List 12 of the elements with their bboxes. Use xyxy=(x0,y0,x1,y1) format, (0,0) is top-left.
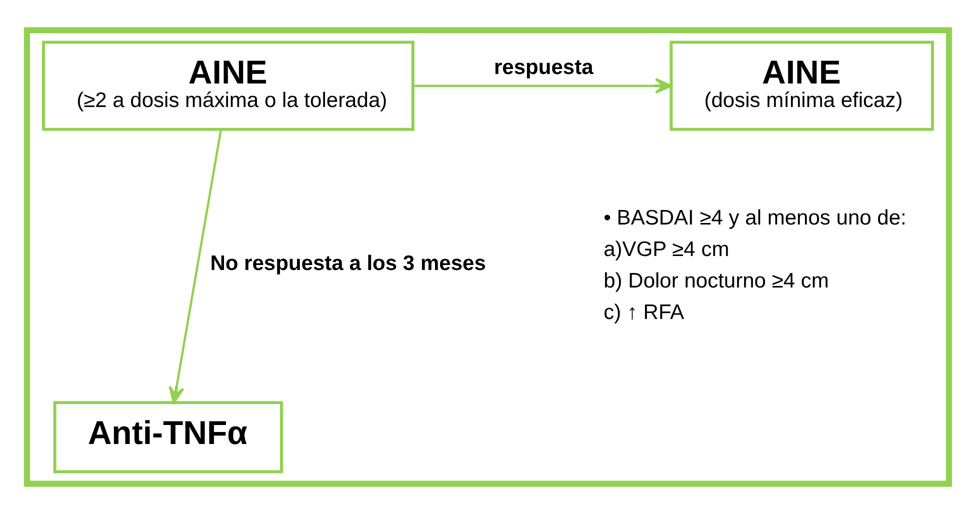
node-box: AINE (dosis mínima eficaz) xyxy=(669,40,934,130)
arrow xyxy=(168,129,222,404)
arrow xyxy=(412,77,672,94)
label: a)VGP ≥4 cm xyxy=(603,237,729,260)
edge-label: No respuesta a los 3 meses xyxy=(210,252,486,275)
node-box: Anti-TNFα xyxy=(52,400,283,473)
node-box: AINE (≥2 a dosis máxima o la tolerada) xyxy=(42,40,414,130)
label: c) ↑ RFA xyxy=(603,300,684,324)
label: b) Dolor nocturno ≥4 cm xyxy=(603,268,828,292)
cluster xyxy=(24,26,952,486)
label: • BASDAI ≥4 y al menos uno de: xyxy=(603,206,906,229)
edge-label: respuesta xyxy=(494,56,593,79)
